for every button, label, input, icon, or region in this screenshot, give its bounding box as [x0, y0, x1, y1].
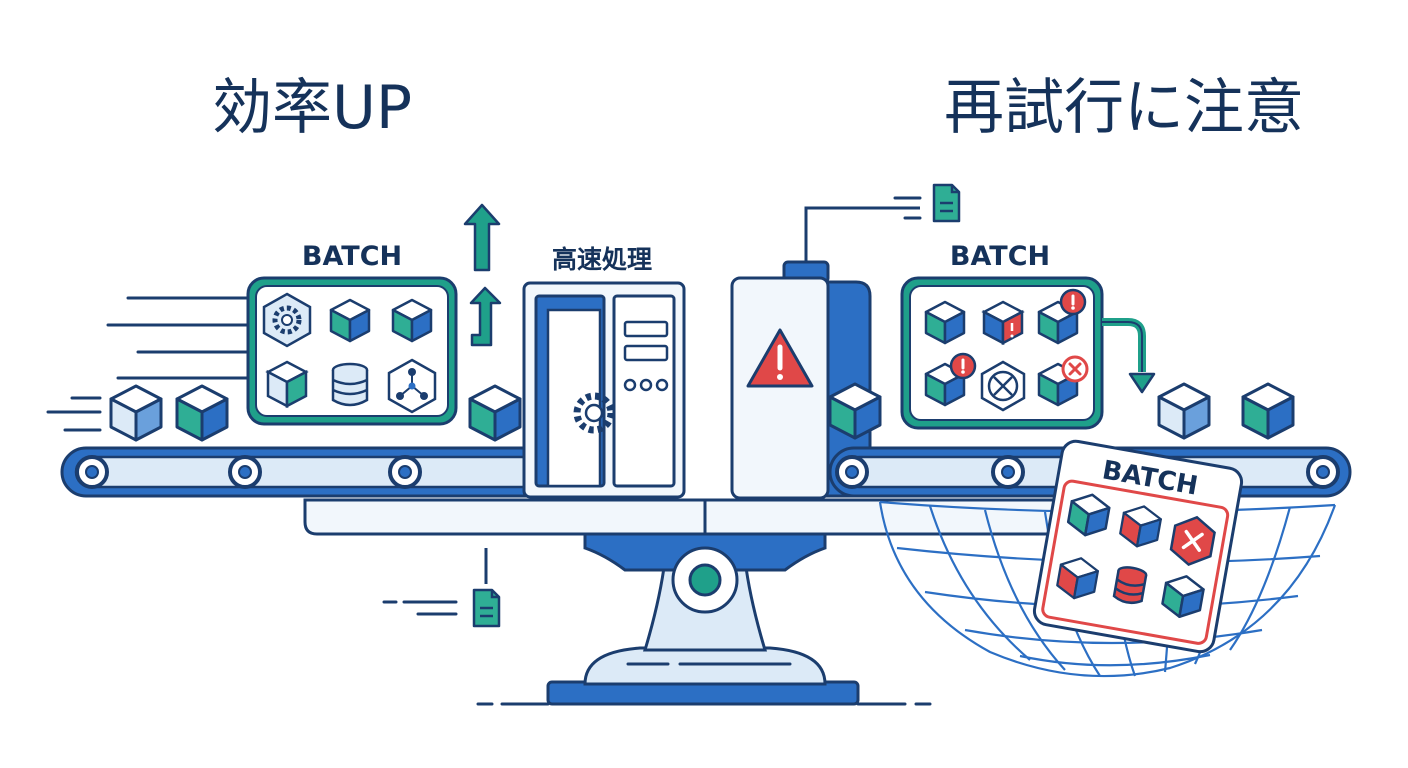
caution-heading: 再試行に注意: [944, 73, 1304, 143]
network-icon: [387, 358, 437, 414]
x-mark-icon: [980, 360, 1026, 412]
cube-icon: [1157, 382, 1211, 440]
x-mark-icon: [1061, 355, 1089, 383]
cube-icon: [391, 298, 433, 343]
batch-panel-right: BATCH: [900, 241, 1104, 430]
exclamation-icon: [949, 352, 977, 380]
gear-icon: [573, 392, 615, 434]
batch-label-right: BATCH: [950, 241, 1050, 272]
cube-icon: [1241, 382, 1295, 440]
database-icon: [1112, 566, 1148, 605]
document-icon: [932, 183, 961, 223]
cube-icon: [468, 384, 522, 442]
document-icon: [382, 548, 501, 628]
cube-icon: [828, 382, 882, 440]
cube-icon: [981, 300, 1025, 346]
exclamation-icon: [1059, 288, 1087, 316]
down-arrow-icon: [1102, 318, 1156, 394]
x-mark-icon: [1169, 515, 1216, 566]
batch-panel-left: BATCH: [246, 241, 458, 426]
cube-icon: [175, 384, 229, 442]
cube-icon: [109, 384, 163, 442]
cube-icon: [329, 298, 371, 343]
scale-stand: [546, 530, 860, 706]
gear-icon: [262, 292, 312, 348]
high-speed-machine: 高速処理: [522, 245, 686, 499]
warning-icon: [746, 328, 814, 388]
scale-beam: [303, 498, 1107, 536]
efficiency-heading: 効率UP: [212, 73, 413, 143]
speed-lines-icon: [46, 296, 250, 432]
cube-icon: [924, 300, 966, 345]
database-icon: [331, 362, 369, 407]
batch-label-left: BATCH: [302, 241, 402, 272]
batch-card-failed: BATCH: [1032, 439, 1244, 654]
left-conveyor: [60, 446, 590, 498]
cube-icon: [265, 360, 309, 409]
high-speed-label: 高速処理: [552, 245, 652, 274]
up-arrow-icon: [463, 203, 502, 347]
